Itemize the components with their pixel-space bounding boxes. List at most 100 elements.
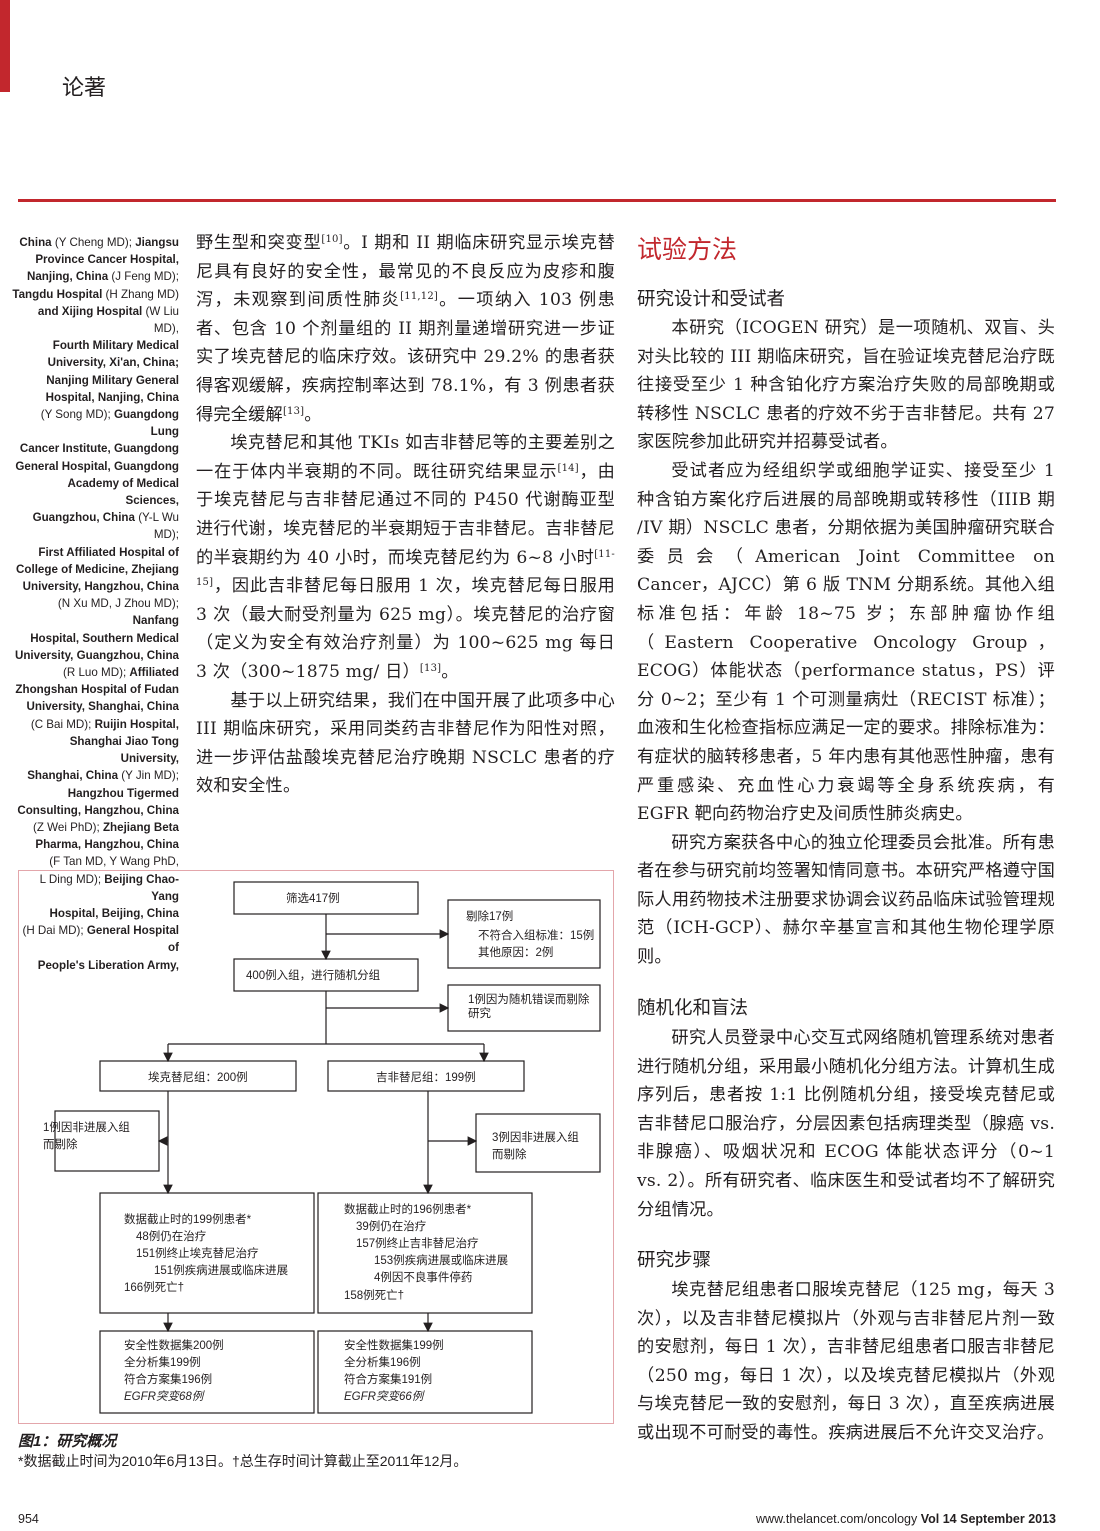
figure-frame: [18, 870, 614, 1424]
paragraph: 埃克替尼和其他 TKIs 如吉非替尼等的主要差别之一在于体内半衰期的不同。既往研…: [196, 433, 615, 682]
affiliation-line: Shanghai, China (Y Jin MD);: [27, 769, 179, 783]
b-set-0: 安全性数据集199例: [344, 1338, 444, 1352]
affiliation-line: (C Bai MD); Ruijin Hospital,: [30, 717, 179, 731]
body-column-1: 野生型和突变型[10]。I 期和 II 期临床研究显示埃克替尼具有良好的安全性，…: [196, 229, 615, 801]
affiliation-line: University, Xi'an, China;: [47, 356, 179, 370]
section-label: 论著: [62, 76, 107, 101]
b-cut-0: 数据截止时的196例患者*: [344, 1202, 472, 1216]
a-set-0: 安全性数据集200例: [124, 1338, 224, 1352]
b-set-2: 符合方案集191例: [344, 1372, 432, 1386]
b-set-3: EGFR突变66例: [344, 1390, 426, 1403]
affiliation-line: Nanjing, China (J Feng MD);: [26, 270, 179, 284]
randomisation-heading: 随机化和盲法: [637, 998, 749, 1019]
methods-heading: 试验方法: [637, 235, 738, 264]
arm-a-excluded-line2: 而剔除: [43, 1137, 78, 1151]
paragraph: 野生型和突变型[10]。I 期和 II 期临床研究显示埃克替尼具有良好的安全性，…: [196, 233, 615, 425]
paragraph: 埃克替尼组患者口服埃克替尼（125 mg，每天 3 次），以及吉非替尼模拟片（外…: [637, 1280, 1055, 1443]
b-cut-1: 39例仍在治疗: [356, 1219, 426, 1233]
affiliation-line: First Affiliated Hospital of: [38, 545, 179, 559]
page-number: 954: [18, 1512, 39, 1526]
affiliation-line: Hangzhou Tigermed: [67, 786, 179, 800]
journal-url[interactable]: www.thelancet.com/oncology: [756, 1512, 918, 1526]
affiliation-line: (H Dai MD); General Hospital of: [22, 924, 179, 955]
b-set-1: 全分析集196例: [344, 1355, 421, 1369]
figure-footnote: *数据截止时间为2010年6月13日。†总生存时间计算截止至2011年12月。: [18, 1453, 468, 1469]
affiliation-line: China (Y Cheng MD); Jiangsu: [19, 236, 179, 249]
affiliation-line: Hospital, Nanjing, China: [45, 390, 179, 404]
a-cut-4: 166例死亡†: [124, 1280, 184, 1294]
footer-journal: www.thelancet.com/oncology Vol 14 Septem…: [756, 1512, 1056, 1526]
affiliation-line: Province Cancer Hospital,: [35, 253, 179, 267]
rand-error-line2: 研究: [468, 1006, 491, 1020]
screened-label: 筛选417例: [286, 891, 340, 905]
paragraph: 研究人员登录中心交互式网络随机管理系统对患者进行随机分组，采用最小随机化分组方法…: [637, 1028, 1055, 1220]
arm-b-excluded-line1: 3例因非进展入组: [492, 1130, 579, 1144]
enrolled-label: 400例入组，进行随机分组: [246, 968, 381, 982]
header-accent-bar: [0, 0, 10, 92]
affiliation-line: (N Xu MD, J Zhou MD); Nanfang: [57, 597, 179, 628]
arm-a-sets-box: [99, 1330, 315, 1414]
affiliation-line: Hospital, Beijing, China: [49, 906, 179, 920]
affiliation-line: Nanjing Military General: [46, 373, 179, 387]
affiliation-line: Academy of Medical Sciences,: [67, 476, 179, 508]
arm-a-label: 埃克替尼组：200例: [148, 1070, 248, 1084]
body-column-2: 本研究（ICOGEN 研究）是一项随机、双盲、头对头比较的 III 期临床研究，…: [637, 314, 1055, 972]
a-set-3: EGFR突变68例: [124, 1390, 206, 1403]
affiliation-line: Fourth Military Medical: [52, 339, 179, 353]
affiliation-line: (Z Wei PhD); Zhejiang Beta: [32, 820, 179, 834]
volume: Vol 14: [920, 1512, 957, 1526]
a-cut-3: 151例疾病进展或临床进展: [154, 1263, 289, 1277]
affiliation-line: Pharma, Hangzhou, China: [35, 838, 179, 852]
arm-a-excluded-line1: 1例因非进展入组: [43, 1120, 130, 1134]
affiliation-line: Hospital, Southern Medical: [30, 631, 179, 645]
affiliation-line: University, Shanghai, China: [26, 700, 179, 714]
affiliation-line: (Y Song MD); Guangdong Lung: [40, 408, 179, 439]
affiliation-line: University, Hangzhou, China: [22, 580, 179, 594]
affiliation-line: Tangdu Hospital (H Zhang MD): [12, 287, 179, 301]
arm-b-box: [327, 1060, 525, 1092]
affiliation-line: (R Luo MD); Affiliated: [63, 666, 179, 680]
affiliation-line: (F Tan MD, Y Wang PhD,: [49, 855, 179, 869]
affiliation-line: Guangzhou, China (Y-L Wu MD);: [32, 511, 179, 542]
excluded-title: 剔除17例: [466, 909, 513, 923]
b-cut-2: 157例终止吉非替尼治疗: [356, 1236, 479, 1250]
design-heading: 研究设计和受试者: [637, 289, 786, 310]
affiliation-line: and Xijing Hospital (W Liu MD),: [37, 304, 179, 336]
procedures-heading: 研究步骤: [637, 1250, 712, 1271]
arm-b-label: 吉非替尼组：199例: [376, 1070, 476, 1084]
affiliation-line: L Ding MD); Beijing Chao-Yang: [39, 872, 179, 903]
issue-date: September 2013: [960, 1512, 1056, 1526]
randomisation-text: 研究人员登录中心交互式网络随机管理系统对患者进行随机分组，采用最小随机化分组方法…: [637, 1024, 1055, 1224]
affiliation-line: Consulting, Hangzhou, China: [17, 803, 179, 817]
affiliation-line: People's Liberation Army,: [37, 958, 179, 972]
paragraph: 本研究（ICOGEN 研究）是一项随机、双盲、头对头比较的 III 期临床研究，…: [637, 318, 1055, 453]
excluded-line2: 其他原因：2例: [478, 945, 553, 959]
affiliation-line: Shanghai Jiao Tong University,: [69, 734, 179, 766]
a-set-2: 符合方案集196例: [124, 1372, 212, 1386]
a-cut-0: 数据截止时的199例患者*: [124, 1212, 252, 1226]
figure-caption: 图1：研究概况: [18, 1433, 117, 1450]
excluded-line1: 不符合入组标准：15例: [478, 928, 594, 942]
procedures-text: 埃克替尼组患者口服埃克替尼（125 mg，每天 3 次），以及吉非替尼模拟片（外…: [637, 1276, 1055, 1448]
affiliation-line: College of Medicine, Zhejiang: [16, 562, 179, 576]
affiliation-line: University, Guangzhou, China: [14, 648, 179, 662]
arm-a-box: [99, 1060, 297, 1092]
paragraph: 研究方案获各中心的独立伦理委员会批准。所有患者在参与研究前均签署知情同意书。本研…: [637, 832, 1055, 968]
rand-error-line1: 1例因为随机错误而剔除: [468, 992, 590, 1006]
affiliation-line: General Hospital, Guangdong: [15, 459, 179, 473]
paragraph: 基于以上研究结果，我们在中国开展了此项多中心 III 期临床研究，采用同类药吉非…: [196, 690, 615, 797]
a-cut-1: 48例仍在治疗: [136, 1229, 206, 1243]
b-cut-3: 153例疾病进展或临床进展: [374, 1253, 509, 1267]
affiliation-line: Zhongshan Hospital of Fudan: [15, 683, 179, 697]
b-cut-4: 4例因不良事件停药: [374, 1270, 472, 1284]
b-cut-5: 158例死亡†: [344, 1288, 404, 1302]
paragraph: 受试者应为经组织学或细胞学证实、接受至少 1 种含铂方案化疗后进展的局部晚期或转…: [637, 460, 1055, 825]
consort-flowchart: 筛选417例 剔除17例 不符合入组标准：15例 其他原因：2例 400例入组，…: [43, 881, 601, 1414]
a-set-1: 全分析集199例: [124, 1355, 201, 1369]
arm-a-cutoff-box: [99, 1192, 315, 1314]
affiliation-line: Cancer Institute, Guangdong: [19, 442, 179, 456]
arm-b-excluded-line2: 而剔除: [492, 1147, 527, 1161]
a-cut-2: 151例终止埃克替尼治疗: [136, 1246, 259, 1260]
top-rule: [18, 199, 1056, 202]
